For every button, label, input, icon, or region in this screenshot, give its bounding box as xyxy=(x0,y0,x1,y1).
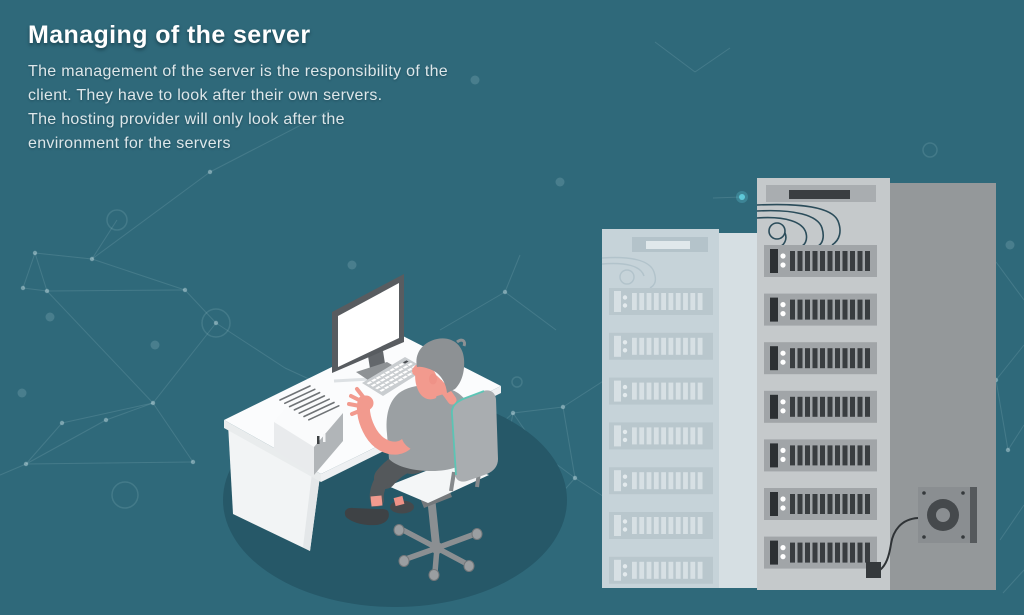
main-server-rack xyxy=(756,178,996,590)
shoe xyxy=(344,507,389,526)
person xyxy=(344,338,473,526)
fan-cable xyxy=(879,517,919,571)
page-title: Managing of the server xyxy=(28,21,311,49)
face xyxy=(415,362,438,400)
monitor-base xyxy=(356,362,399,380)
intro-line-1: The management of the server is the resp… xyxy=(28,63,448,80)
cooling-fan xyxy=(918,487,977,543)
faded-rack-units xyxy=(609,288,713,584)
hair-curl xyxy=(456,338,466,347)
ear xyxy=(429,373,437,385)
hair xyxy=(416,338,465,393)
left-hand xyxy=(358,395,374,411)
intro-line-4: environment for the servers xyxy=(28,135,231,152)
intro-text: Managing of the server The management of… xyxy=(28,20,498,156)
chair-backrest xyxy=(449,390,498,492)
network-background xyxy=(0,41,1024,594)
intro-line-3: The hosting provider will only look afte… xyxy=(28,111,345,128)
main-rack-units xyxy=(764,245,877,569)
power-connector xyxy=(866,562,881,578)
fingers xyxy=(347,387,366,416)
ankle xyxy=(370,495,383,507)
printer-box xyxy=(274,385,343,475)
intro-line-2: client. They have to look after their ow… xyxy=(28,87,383,104)
monitor-screen xyxy=(338,283,399,367)
back-ankle xyxy=(393,495,405,507)
faded-server-rack xyxy=(601,229,758,588)
chair-casters xyxy=(393,524,483,581)
backrest-accent xyxy=(450,390,485,476)
sleeve xyxy=(401,418,431,451)
printer-vents xyxy=(279,385,340,421)
faded-cables xyxy=(601,256,657,289)
